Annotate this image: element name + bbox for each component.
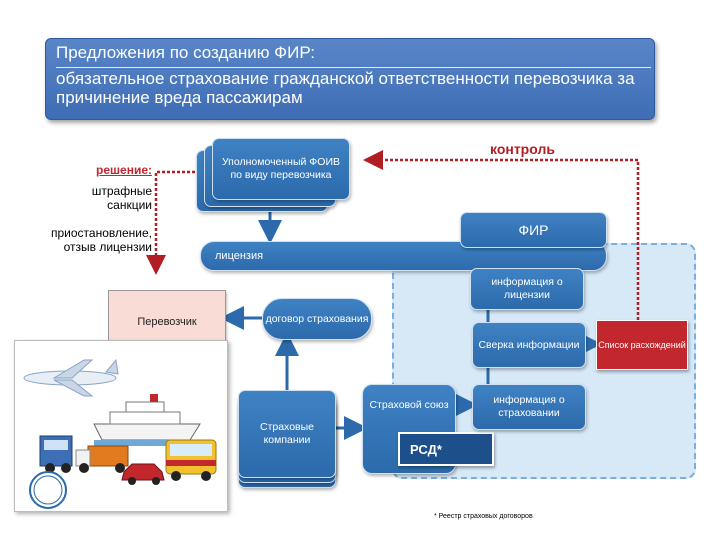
vehicles-illustration xyxy=(23,358,217,509)
title-banner: Предложения по созданию ФИР: обязательно… xyxy=(45,38,655,120)
fir-box: ФИР xyxy=(460,212,607,248)
rsd-label: РСД* xyxy=(410,441,442,457)
insurance-info-box: информация о страховании xyxy=(472,384,586,430)
control-line xyxy=(363,150,640,330)
title-line-2: обязательное страхование гражданской отв… xyxy=(56,67,651,107)
check-label: Сверка информации xyxy=(478,338,580,351)
logo-vss xyxy=(29,471,67,509)
carrier-label: Перевозчик xyxy=(137,316,197,328)
license-bar: лицензия xyxy=(200,241,607,271)
footnote: * Реестр страховых договоров xyxy=(434,513,533,520)
fines-label: штрафные санкции xyxy=(91,184,152,212)
bus-icon xyxy=(165,439,217,481)
foiv-label: Уполномоченный ФОИВ по виду перевозчика xyxy=(221,156,341,181)
foiv-box: Уполномоченный ФОИВ по виду перевозчика xyxy=(212,138,350,200)
insurance-info-label: информация о страховании xyxy=(493,394,565,419)
license-info-label: информация о лицензии xyxy=(491,276,563,301)
companies-box: Страховые компании xyxy=(238,390,336,478)
companies-label: Страховые компании xyxy=(259,421,314,446)
license-info-box: информация о лицензии xyxy=(470,268,584,310)
title-line-1: Предложения по созданию ФИР: xyxy=(56,43,316,62)
ship-icon xyxy=(93,394,204,446)
union-label: Страховой союз xyxy=(369,399,449,411)
license-label: лицензия xyxy=(215,250,264,262)
truck-icon xyxy=(39,435,129,473)
check-box: Сверка информации xyxy=(472,322,586,368)
car-icon xyxy=(121,463,165,485)
rsd-box: РСД* xyxy=(398,432,494,466)
suspension-label: приостановление, отзыв лицензии xyxy=(51,226,152,254)
contract-label: договор страхования xyxy=(265,312,369,325)
airplane-icon xyxy=(23,358,119,397)
decision-line xyxy=(146,170,195,275)
fir-label: ФИР xyxy=(518,222,549,238)
discrepancy-label: Список расхождений xyxy=(598,339,686,350)
contract-box: договор страхования xyxy=(262,298,372,340)
control-label: контроль xyxy=(490,141,555,157)
discrepancy-box: Список расхождений xyxy=(596,320,688,370)
decision-label: решение: xyxy=(96,163,152,177)
